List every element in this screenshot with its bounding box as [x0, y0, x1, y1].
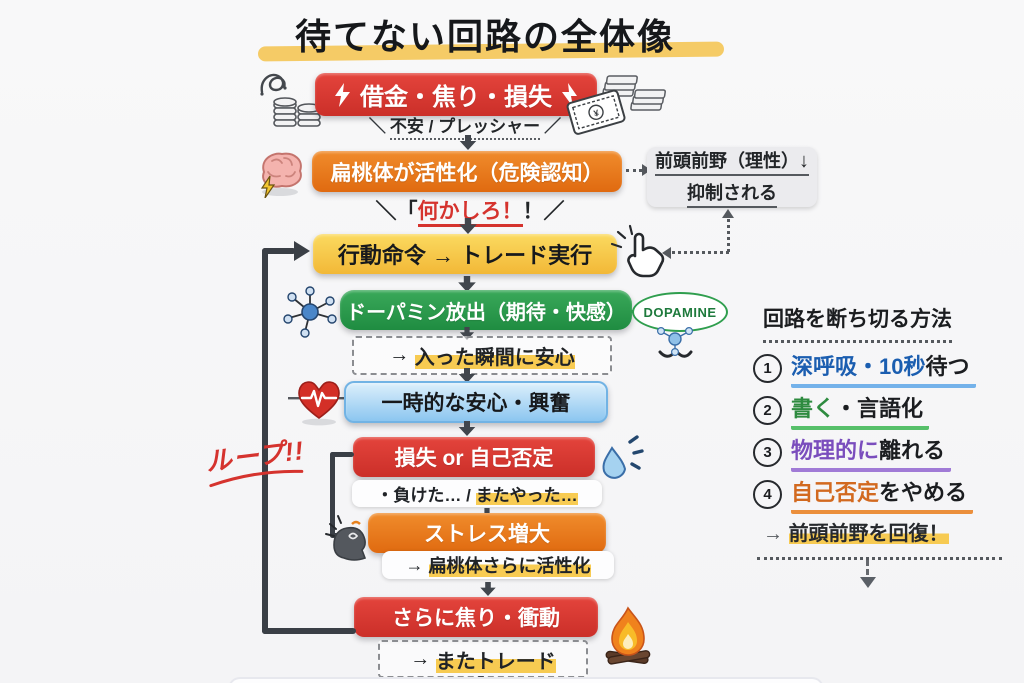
dopamine-bubble: DOPAMINE: [632, 292, 728, 332]
loop-underline-icon: [209, 469, 304, 488]
lightning-icon: [562, 82, 577, 107]
pfc-line1: 前頭前野（理性）: [655, 150, 799, 171]
heartbeat-icon: [288, 381, 350, 426]
sidebar-footer: → 前頭前野を回復！: [763, 523, 949, 545]
dopamine-box: ドーパミン放出（期待・快感）: [340, 290, 632, 330]
brain-icon: [260, 152, 302, 198]
down-arrow-icon: [458, 421, 476, 436]
loss-label: 損失 or 自己否定: [394, 447, 554, 470]
sidebar-item-breathe: 1 深呼吸・10秒待つ: [753, 349, 976, 388]
down-arrow-icon: [459, 135, 477, 150]
down-arrow-glyph: ↓: [799, 149, 809, 172]
dopamine-label: ドーパミン放出（期待・快感）: [346, 301, 626, 324]
pfc-action-connector-v: [727, 219, 730, 252]
sidebar-next-arrowhead-icon: [860, 577, 876, 588]
pfc-box: 前頭前野（理性）↓ 抑制される: [647, 147, 817, 208]
action-label: 行動命令 → トレード実行: [337, 243, 593, 268]
trigger-label: 借金・焦り・損失: [360, 84, 552, 111]
urge-sub-box: → またトレード: [378, 640, 588, 678]
stress-sub-text: 扁桃体さらに活性化: [428, 552, 591, 578]
sidebar-footer-text: 前頭前野を回復！: [788, 523, 949, 545]
dopamine-molecule-icon: [656, 326, 693, 358]
loop-line: [262, 628, 356, 634]
fire-icon: [605, 606, 651, 665]
lightning-icon: [335, 82, 350, 107]
sidebar-divider: [757, 557, 1002, 560]
banknote-icon: ¥: [566, 89, 626, 135]
hand-cursor-icon: [610, 224, 665, 278]
loop-label: ループ!!: [204, 430, 308, 489]
tangled-thread-icon: [260, 73, 287, 96]
down-arrow-icon: [458, 276, 476, 292]
loop-arrowhead-icon: [294, 241, 310, 261]
svg-text:¥: ¥: [593, 108, 601, 119]
loss-sub-text: またやった…: [475, 481, 578, 506]
sweat-icon: [602, 435, 644, 479]
coins-icon: [273, 97, 321, 127]
pfc-action-connector-h: [672, 251, 729, 254]
sidebar-next-connector: [866, 560, 869, 575]
molecule-icon: [283, 286, 337, 338]
loss-box: 損失 or 自己否定: [353, 437, 595, 477]
stress-label: ストレス増大: [424, 523, 550, 546]
shout-text: 何かしろ！: [417, 200, 523, 227]
item-number-badge: 1: [753, 354, 782, 383]
loop-line: [262, 248, 296, 254]
connector-arrowhead-icon: [722, 209, 734, 218]
action-box: 行動命令 → トレード実行: [313, 234, 617, 274]
loop-line: [262, 248, 268, 634]
trigger-box: 借金・焦り・損失: [315, 73, 597, 116]
down-arrow-icon: [459, 327, 475, 340]
sidebar-item-write: 2 書く・言語化: [753, 391, 930, 430]
trigger-sub: ＼不安 / プレッシャー／: [340, 112, 590, 140]
calm-label: 一時的な安心・興奮: [381, 392, 571, 415]
item-number-badge: 4: [753, 480, 782, 509]
down-arrow-icon: [458, 368, 476, 383]
amygdala-label: 扁桃体が活性化（危険認知）: [330, 161, 604, 185]
shout-line: ＼「何かしろ！！／: [350, 195, 590, 227]
loss-sub-label: ・負けた… / またやった…: [352, 480, 602, 507]
pfc-line2: 抑制される: [687, 179, 777, 208]
item-number-badge: 2: [753, 396, 782, 425]
page-title: 待てない回路の全体像: [240, 8, 730, 62]
item-number-badge: 3: [753, 438, 782, 467]
loss-stress-connector: [330, 452, 354, 457]
sidebar-item-stop-denial: 4 自己否定をやめる: [753, 475, 974, 514]
sidebar-item-leave: 3 物理的に離れる: [753, 433, 952, 472]
dopamine-sub-text: 入った瞬間に安心: [414, 341, 575, 370]
stressed-head-icon: [325, 515, 367, 561]
sidebar-title: 回路を断ち切る方法: [763, 303, 952, 343]
next-section-card: [228, 677, 824, 683]
urge-box: さらに焦り・衝動: [354, 597, 598, 637]
urge-sub-text: またトレード: [435, 644, 556, 674]
calm-box: 一時的な安心・興奮: [344, 381, 608, 423]
down-arrow-icon: [480, 582, 496, 596]
amygdala-box: 扁桃体が活性化（危険認知）: [312, 151, 622, 192]
stress-sub-label: → 扁桃体さらに活性化: [382, 551, 614, 579]
amygdala-pfc-connector: [626, 169, 642, 172]
stress-box: ストレス増大: [368, 513, 606, 553]
money-bills-icon: [602, 75, 666, 111]
loss-stress-connector: [330, 452, 335, 538]
urge-label: さらに焦り・衝動: [392, 607, 560, 630]
connector-arrowhead-icon: [662, 247, 671, 259]
down-arrow-icon: [459, 218, 477, 234]
dopamine-sub-box: → 入った瞬間に安心: [352, 336, 612, 375]
